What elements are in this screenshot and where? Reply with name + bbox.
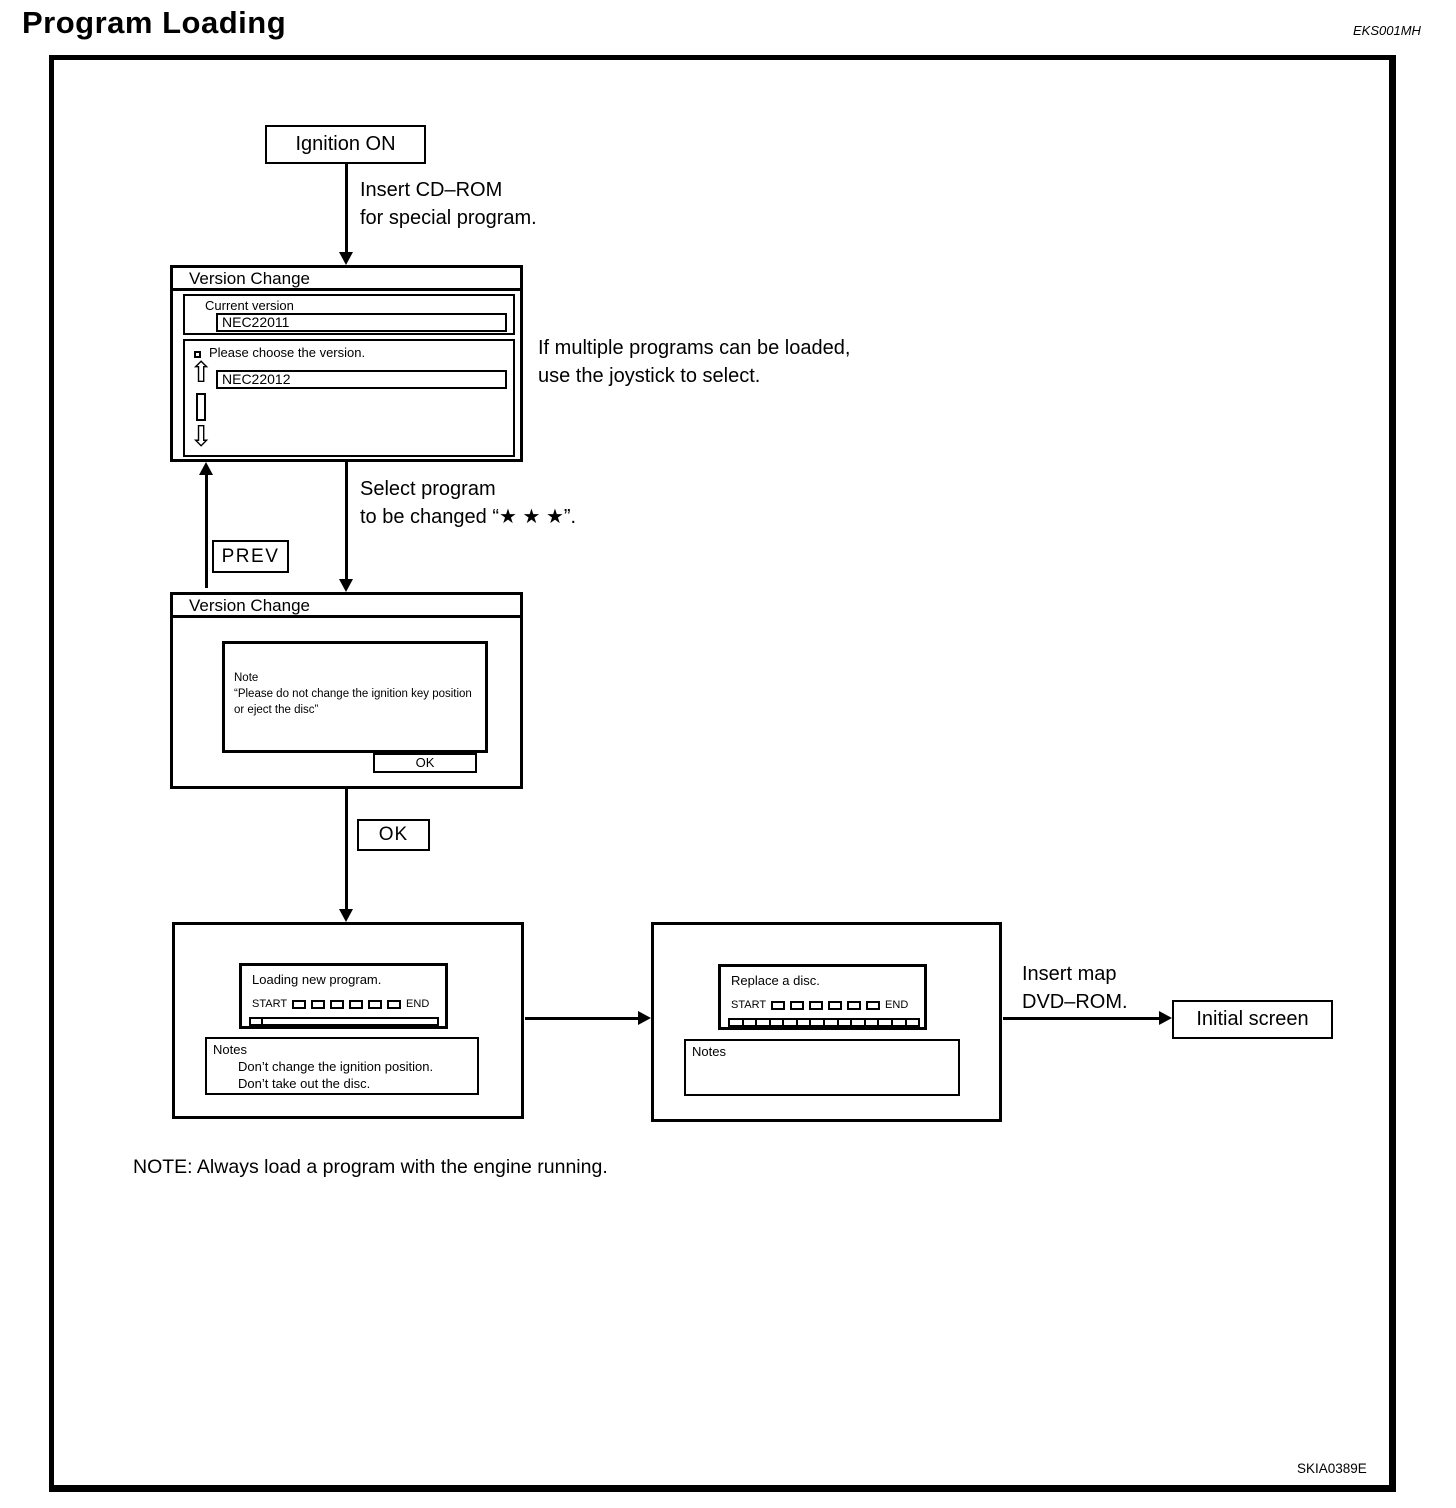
choose-version-field: NEC22012 <box>216 370 507 389</box>
progress-steps <box>292 999 402 1009</box>
engine-running-note: NOTE: Always load a program with the eng… <box>133 1156 608 1178</box>
progress-steps <box>771 1000 881 1010</box>
progress-step <box>349 999 364 1009</box>
screen-version-note: Version Change Note “Please do not chang… <box>170 592 523 789</box>
progress-step <box>368 999 383 1009</box>
multiple-programs-label: If multiple programs can be loaded, use … <box>538 337 851 387</box>
screen-title: Version Change <box>173 595 520 618</box>
progress-step <box>330 999 345 1009</box>
arrowhead-right-icon <box>1159 1011 1172 1025</box>
replace-message-box: Replace a disc. START END <box>718 964 927 1030</box>
prev-label: PREV <box>221 545 280 567</box>
ok-box: OK <box>357 819 430 851</box>
doc-code: EKS001MH <box>1353 23 1421 38</box>
progress-step <box>311 999 326 1009</box>
initial-screen-label: Initial screen <box>1196 1008 1309 1030</box>
replace-message: Replace a disc. <box>731 973 820 988</box>
insert-cdrom-label: Insert CD–ROM for special program. <box>360 179 537 229</box>
arrow-line-loading-to-replace <box>525 1017 639 1020</box>
replace-notes-box: Notes <box>684 1039 960 1096</box>
ignition-on-box: Ignition ON <box>265 125 426 164</box>
notes-line: Don’t take out the disc. <box>238 1076 371 1091</box>
current-version-field: NEC22011 <box>216 313 507 332</box>
dialog-ok-button: OK <box>373 753 477 773</box>
screen-version-select: Version Change Current version NEC22011 … <box>170 265 523 462</box>
end-label: END <box>406 998 430 1010</box>
screen-replace-disc: Replace a disc. START END Notes <box>651 922 1002 1122</box>
scroll-up-icon: ⇧ <box>188 355 214 389</box>
screen-loading: Loading new program. START END Notes Don… <box>172 922 524 1119</box>
end-label: END <box>885 999 909 1011</box>
progress-step <box>292 999 307 1009</box>
arrowhead-right-icon <box>638 1011 651 1025</box>
progress-step <box>866 1000 881 1010</box>
progress-bar-fill <box>251 1019 263 1024</box>
progress-steps-row: START END <box>252 998 429 1010</box>
notes-label: Notes <box>213 1042 247 1057</box>
segmented-progress-bar <box>728 1018 921 1027</box>
progress-step <box>790 1000 805 1010</box>
ignition-on-label: Ignition ON <box>295 133 396 155</box>
choose-version-panel: Please choose the version. ⇧ NEC22012 ⇩ <box>183 339 515 457</box>
progress-step <box>771 1000 786 1010</box>
notes-label: Notes <box>692 1044 726 1059</box>
figure-code: SKIA0389E <box>1297 1461 1367 1476</box>
arrow-line-prev-return <box>205 474 208 588</box>
arrowhead-down-icon <box>339 909 353 922</box>
arrowhead-down-icon <box>339 252 353 265</box>
prev-box: PREV <box>212 540 289 573</box>
arrow-line-replace-to-initial <box>1003 1017 1160 1020</box>
start-label: START <box>731 999 767 1011</box>
bullet-square-icon <box>194 351 201 358</box>
scroll-track <box>196 393 206 421</box>
start-label: START <box>252 998 288 1010</box>
arrowhead-down-icon <box>339 579 353 592</box>
arrowhead-up-icon <box>199 462 213 475</box>
select-program-label: Select program to be changed “★ ★ ★”. <box>360 478 577 528</box>
note-dialog: Note “Please do not change the ignition … <box>222 641 488 753</box>
loading-notes-box: Notes Don’t change the ignition position… <box>205 1037 479 1095</box>
arrow-line-note-to-loading <box>345 789 348 909</box>
current-version-panel: Current version NEC22011 <box>183 294 515 335</box>
progress-steps-row: START END <box>731 999 908 1011</box>
loading-message-box: Loading new program. START END <box>239 963 448 1029</box>
notes-line: Don’t change the ignition position. <box>238 1059 434 1074</box>
choose-prompt: Please choose the version. <box>209 345 366 360</box>
page-title: Program Loading <box>22 5 287 40</box>
arrow-line-ignition-to-version <box>345 164 348 252</box>
progress-bar <box>249 1017 439 1026</box>
insert-dvd-label: Insert map DVD–ROM. <box>1022 963 1128 1013</box>
note-dialog-text: Note “Please do not change the ignition … <box>234 672 472 716</box>
scroll-down-icon: ⇩ <box>188 419 214 453</box>
progress-step <box>847 1000 862 1010</box>
progress-step <box>809 1000 824 1010</box>
arrow-line-version-to-note <box>345 462 348 579</box>
ok-label: OK <box>378 824 409 845</box>
progress-step <box>828 1000 843 1010</box>
progress-step <box>387 999 402 1009</box>
loading-message: Loading new program. <box>252 972 382 987</box>
screen-title: Version Change <box>173 268 520 291</box>
progress-segment <box>904 1018 921 1027</box>
current-version-label: Current version <box>205 298 294 313</box>
initial-screen-box: Initial screen <box>1172 1000 1333 1039</box>
